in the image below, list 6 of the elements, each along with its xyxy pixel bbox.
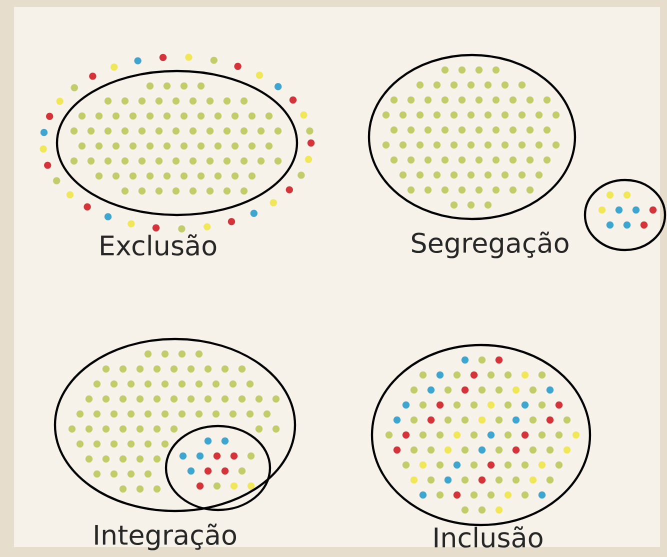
circle bbox=[584, 178, 666, 252]
caption-text: Segregação bbox=[412, 232, 568, 258]
caption-text: Exclusão bbox=[101, 234, 216, 256]
circle bbox=[164, 424, 272, 512]
caption-text: Inclusão bbox=[434, 526, 542, 548]
caption-text: Integração bbox=[95, 524, 236, 550]
